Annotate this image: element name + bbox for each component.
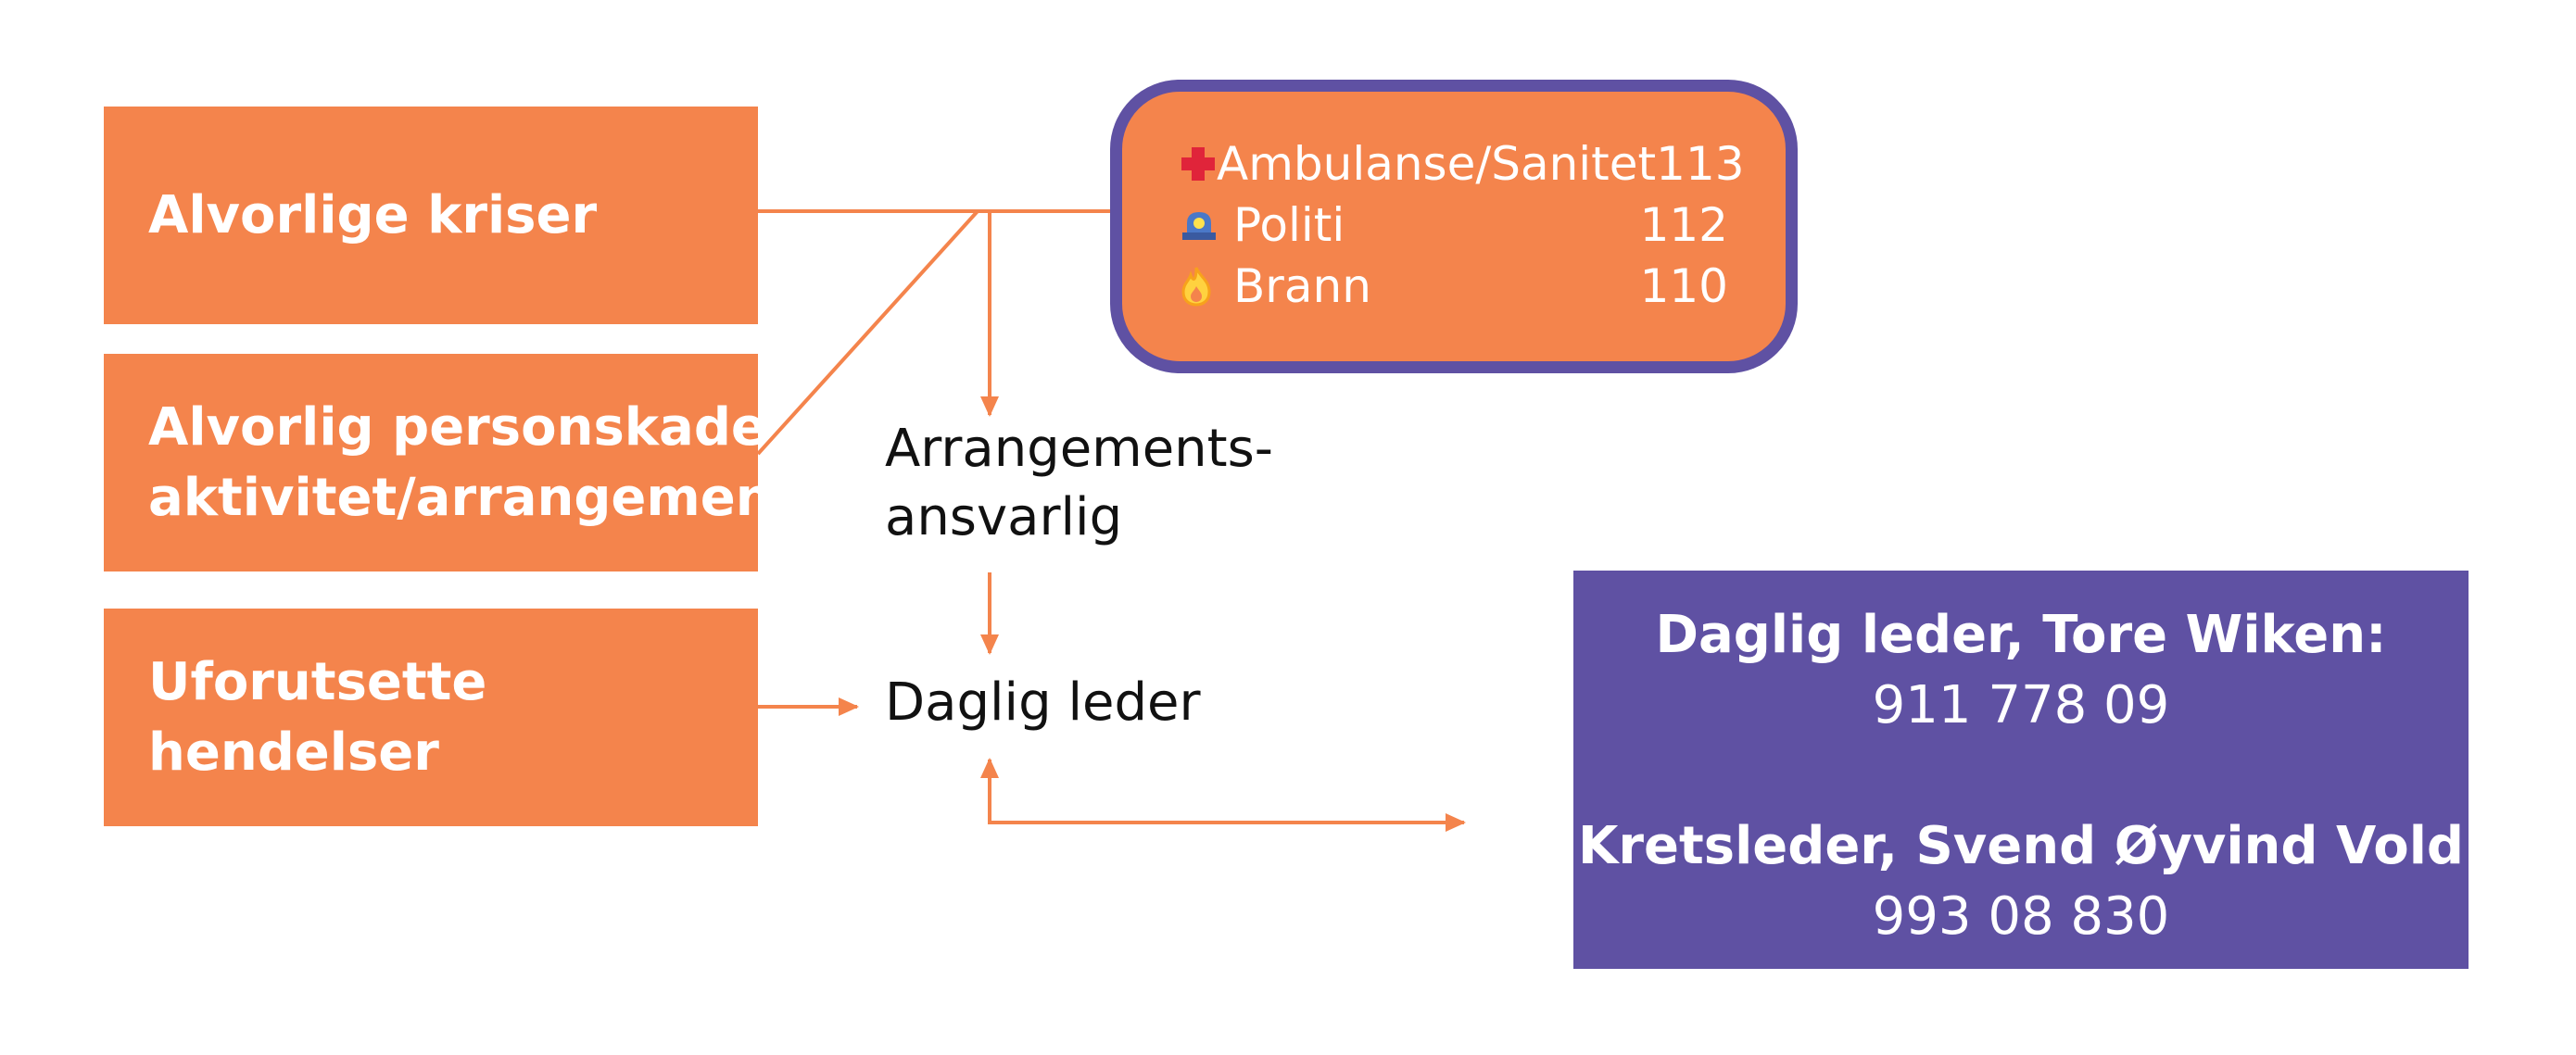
leader-node: Daglig leder <box>885 672 1201 733</box>
emergency-number-ambulance: 113 <box>1656 137 1745 191</box>
box-personskade-line-1: Alvorlig personskade <box>148 396 766 458</box>
emergency-numbers-box: Ambulanse/Sanitet 113 Politi 112 Brann 1… <box>1110 80 1798 373</box>
contact-kretsleder: Kretsleder, Svend Øyvind Vold 993 08 830 <box>1573 811 2469 952</box>
box-alvorlig-personskade: Alvorlig personskade aktivitet/arrangeme… <box>104 354 798 571</box>
responsible-line-1: Arrangements- <box>885 419 1274 479</box>
emergency-label-fire: Brann <box>1233 259 1371 313</box>
contact-name: Kretsleder, Svend Øyvind Vold <box>1577 816 2465 876</box>
line-personskade-to-junction <box>756 209 979 456</box>
emergency-label-police: Politi <box>1233 198 1345 252</box>
contact-daglig-leder: Daglig leder, Tore Wiken: 911 778 09 <box>1573 600 2469 741</box>
flame-icon <box>1180 266 1233 307</box>
emergency-row-police: Politi 112 <box>1180 195 1728 256</box>
emergency-number-fire: 110 <box>1639 259 1728 313</box>
box-uforutsette-line-2: hendelser <box>148 722 439 783</box>
police-light-icon <box>1180 207 1233 244</box>
contact-phone: 993 08 830 <box>1872 886 2170 947</box>
box-alvorlige-kriser-label: Alvorlige kriser <box>148 184 598 245</box>
box-personskade-line-2: aktivitet/arrangement <box>148 467 798 528</box>
box-alvorlige-kriser: Alvorlige kriser <box>104 107 758 324</box>
emergency-row-fire: Brann 110 <box>1180 256 1728 317</box>
contact-name: Daglig leder, Tore Wiken: <box>1655 605 2387 665</box>
emergency-number-police: 112 <box>1639 198 1728 252</box>
contact-phone: 911 778 09 <box>1872 675 2170 735</box>
responsible-line-2: ansvarlig <box>885 487 1123 547</box>
emergency-row-ambulance: Ambulanse/Sanitet 113 <box>1180 133 1745 195</box>
emergency-label-ambulance: Ambulanse/Sanitet <box>1217 137 1657 191</box>
box-uforutsette-hendelser: Uforutsette hendelser <box>104 609 758 826</box>
contacts-box: Daglig leder, Tore Wiken: 911 778 09 Kre… <box>1573 571 2469 969</box>
red-cross-icon <box>1180 145 1217 182</box>
box-uforutsette-line-1: Uforutsette <box>148 651 487 712</box>
responsible-node: Arrangements- ansvarlig <box>885 415 1273 552</box>
